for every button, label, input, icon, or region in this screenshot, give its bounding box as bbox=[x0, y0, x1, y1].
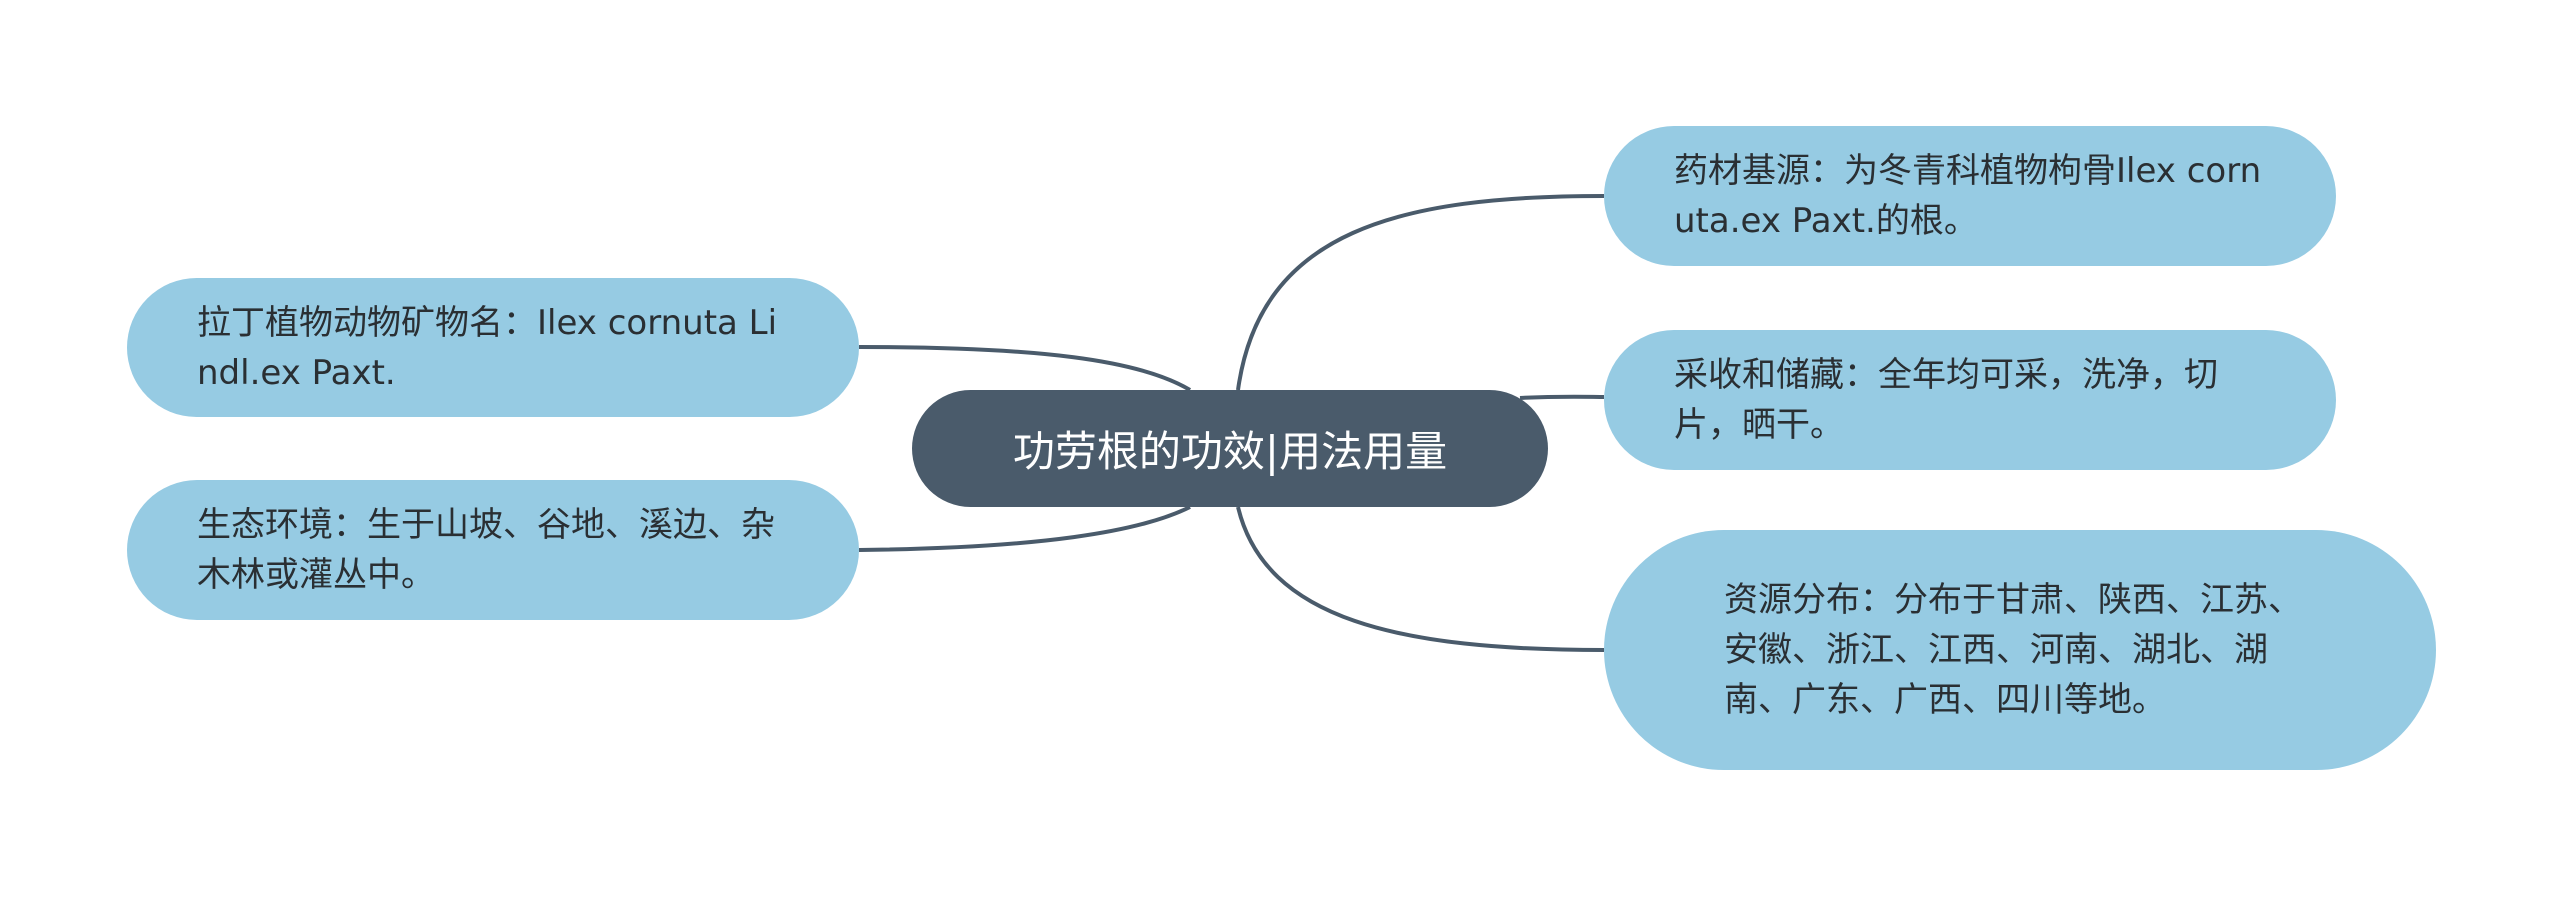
branch-distribution-text: 资源分布：分布于甘肃、陕西、江苏、安徽、浙江、江西、河南、湖北、湖南、广东、广西… bbox=[1724, 580, 2302, 720]
connector-latin bbox=[858, 345, 1192, 392]
central-topic[interactable]: 功劳根的功效|用法用量 bbox=[912, 390, 1548, 507]
branch-habitat[interactable]: 生态环境：生于山坡、谷地、溪边、杂木林或灌丛中。 bbox=[127, 480, 859, 620]
connector-habitat bbox=[858, 505, 1191, 552]
branch-distribution[interactable]: 资源分布：分布于甘肃、陕西、江苏、安徽、浙江、江西、河南、湖北、湖南、广东、广西… bbox=[1604, 530, 2436, 770]
central-topic-label: 功劳根的功效|用法用量 bbox=[1012, 427, 1448, 476]
branch-harvest-text: 采收和储藏：全年均可采，洗净，切片，晒干。 bbox=[1674, 355, 2218, 445]
branch-habitat-text: 生态环境：生于山坡、谷地、溪边、杂木林或灌丛中。 bbox=[197, 505, 775, 595]
branch-source[interactable]: 药材基源：为冬青科植物枸骨Ilex cornuta.ex Paxt.的根。 bbox=[1604, 126, 2336, 266]
connector-harvest bbox=[1519, 394, 1605, 400]
branch-latin-name[interactable]: 拉丁植物动物矿物名：Ilex cornuta Lindl.ex Paxt. bbox=[127, 278, 859, 417]
branch-harvest[interactable]: 采收和储藏：全年均可采，洗净，切片，晒干。 bbox=[1604, 330, 2336, 470]
connector-distribution bbox=[1236, 506, 1605, 652]
branch-latin-name-text: 拉丁植物动物矿物名：Ilex cornuta Lindl.ex Paxt. bbox=[197, 302, 778, 393]
branch-source-text: 药材基源：为冬青科植物枸骨Ilex cornuta.ex Paxt.的根。 bbox=[1674, 151, 2262, 241]
connector-source bbox=[1236, 194, 1605, 391]
